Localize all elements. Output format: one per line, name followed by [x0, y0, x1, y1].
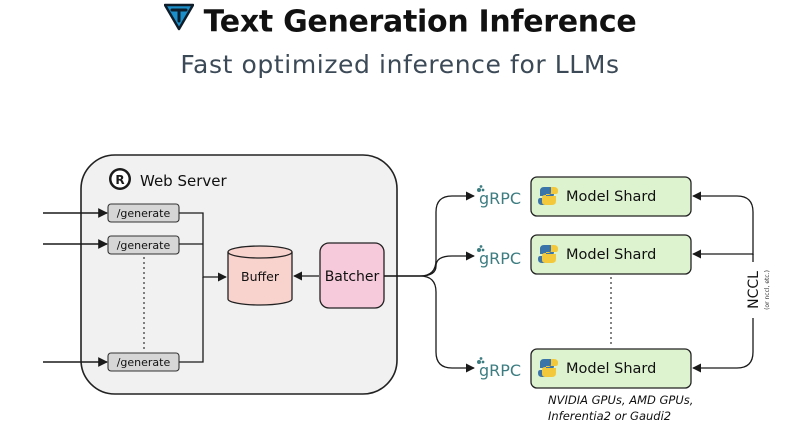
model-shard-label: Model Shard — [566, 247, 656, 263]
buffer-cylinder — [227, 245, 293, 306]
grpc-label: gRPC — [479, 189, 521, 208]
nccl-label-group: NCCL (or nccl, etc.) — [746, 270, 771, 310]
route-box — [107, 235, 180, 255]
model-shard-box — [530, 176, 692, 217]
title-text: Text Generation Inference — [203, 4, 637, 40]
buffer-label: Buffer — [241, 269, 280, 284]
web-server-label: Web Server — [140, 172, 227, 190]
route-label: /generate — [117, 239, 171, 252]
grpc-logo-icon — [477, 357, 485, 364]
model-shard-label: Model Shard — [566, 361, 656, 377]
batcher-to-shard-connector — [384, 275, 475, 373]
nccl-label: NCCL — [746, 271, 762, 309]
svg-text:R: R — [115, 173, 124, 187]
grpc-label: gRPC — [479, 361, 521, 380]
grpc-label: gRPC — [479, 249, 521, 268]
nccl-connector — [692, 191, 754, 255]
hardware-note: NVIDIA GPUs, AMD GPUs, Inferentia2 or Ga… — [548, 392, 693, 424]
nccl-connector — [692, 318, 754, 373]
batcher-label: Batcher — [325, 269, 380, 285]
hardware-note-line: Inferentia2 or Gaudi2 — [548, 409, 672, 423]
python-logo-icon — [538, 359, 558, 377]
python-logo-icon — [538, 187, 558, 205]
hardware-note-line: NVIDIA GPUs, AMD GPUs, — [548, 393, 694, 407]
model-shard-label: Model Shard — [566, 189, 656, 205]
python-logo-icon — [538, 245, 558, 263]
page-subtitle: Fast optimized inference for LLMs — [180, 50, 620, 79]
route-to-buffer-connector — [179, 277, 204, 363]
grpc-logo-icon — [477, 245, 485, 252]
route-to-buffer-connector — [179, 212, 227, 282]
page-title: Text Generation Inference — [0, 1, 800, 42]
grpc-logo-icon — [477, 185, 485, 192]
route-label: /generate — [117, 356, 171, 369]
tgi-logo-icon — [163, 1, 194, 39]
rust-logo-icon: R — [109, 168, 131, 190]
batcher-to-shard-connector — [384, 251, 475, 277]
model-shard-box — [530, 348, 692, 389]
nccl-sublabel: (or nccl, etc.) — [764, 270, 771, 310]
model-shard-box — [530, 234, 692, 275]
route-label: /generate — [117, 207, 171, 220]
